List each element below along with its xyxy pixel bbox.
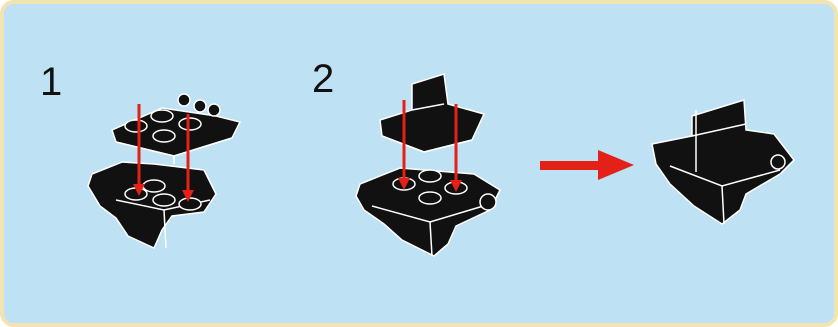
step2-seat-brick-icon xyxy=(380,74,484,152)
step1-base-brick-icon xyxy=(88,162,216,248)
right-arrow-icon xyxy=(540,150,634,180)
instruction-art xyxy=(4,4,838,327)
step2-base-brick-icon xyxy=(356,168,500,256)
step1-plate-brick-icon xyxy=(112,94,240,164)
result-assembled-brick-icon xyxy=(652,100,794,224)
